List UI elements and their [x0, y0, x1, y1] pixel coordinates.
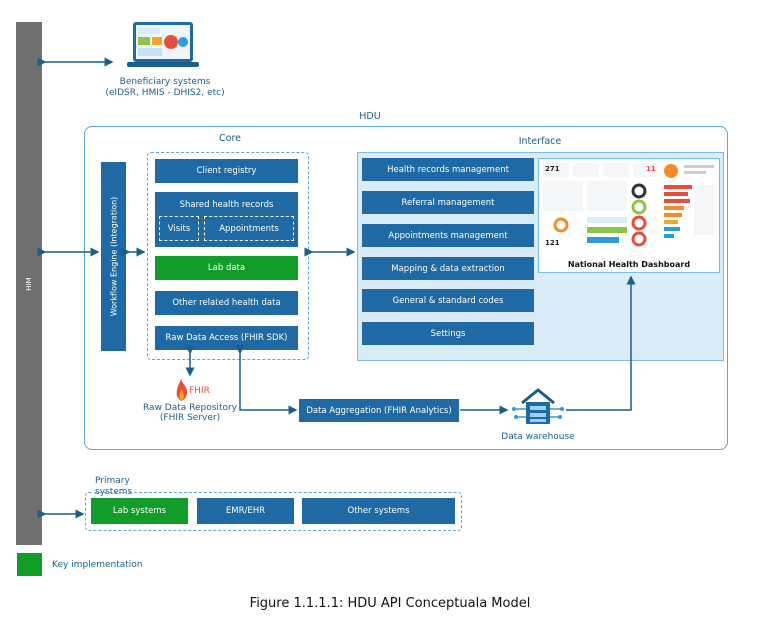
dashboard-thumbnail [543, 163, 714, 247]
him-bar: HIM [16, 22, 42, 545]
shared-health-records-label: Shared health records [179, 200, 274, 210]
interface-item-health-records: Health records management [362, 158, 534, 181]
laptop-icon [125, 20, 201, 72]
primary-systems-container [85, 492, 462, 531]
legend-label: Key implementation [52, 560, 143, 570]
lab-data-box: Lab data [155, 256, 298, 280]
hdu-title: HDU [359, 111, 381, 122]
hdu-container [84, 126, 728, 450]
dashboard-number-2: 11 [646, 165, 656, 173]
other-related-data-box: Other related health data [155, 291, 298, 315]
data-warehouse-icon [510, 385, 566, 429]
appointments-box: Appointments [204, 216, 294, 241]
beneficiary-systems-label: Beneficiary systems (eIDSR, HMIS - DHIS2… [100, 77, 230, 99]
visits-box: Visits [159, 216, 199, 241]
raw-data-repository-subtitle: (FHIR Server) [159, 413, 221, 423]
data-aggregation-box: Data Aggregation (FHIR Analytics) [299, 399, 459, 422]
beneficiary-title: Beneficiary systems [119, 77, 211, 87]
interface-title: Interface [518, 136, 562, 147]
fhir-text: FHIR [189, 386, 210, 396]
dashboard-number-3: 121 [545, 239, 560, 247]
figure-caption: Figure 1.1.1.1: HDU API Conceptuala Mode… [249, 596, 531, 611]
interface-item-mapping: Mapping & data extraction [362, 257, 534, 280]
interface-item-appointments: Appointments management [362, 224, 534, 247]
national-health-dashboard: 271 11 121 National Health Dashboard [538, 158, 720, 273]
dashboard-number-1: 271 [545, 165, 560, 173]
fhir-logo: FHIR [172, 377, 212, 403]
emr-ehr-box: EMR/EHR [197, 498, 294, 524]
lab-systems-box: Lab systems [91, 498, 188, 524]
fhir-flame-icon [176, 379, 188, 401]
interface-item-settings: Settings [362, 322, 534, 345]
beneficiary-subtitle: (eIDSR, HMIS - DHIS2, etc) [105, 88, 225, 98]
workflow-engine: Workflow Engine (Integration) [101, 162, 126, 351]
raw-data-repository-title: Raw Data Repository [143, 403, 237, 413]
arrow-warehouse-dashboard [566, 275, 636, 411]
data-warehouse-label: Data warehouse [501, 432, 575, 442]
client-registry-box: Client registry [155, 159, 298, 183]
interface-item-codes: General & standard codes [362, 289, 534, 312]
arrow-raw-aggregation [235, 345, 298, 415]
legend-swatch [17, 553, 42, 576]
dashboard-label: National Health Dashboard [567, 260, 691, 269]
other-systems-box: Other systems [302, 498, 455, 524]
raw-data-repository-label: Raw Data Repository (FHIR Server) [135, 403, 245, 423]
interface-item-referral: Referral management [362, 191, 534, 214]
core-title: Core [219, 133, 241, 144]
